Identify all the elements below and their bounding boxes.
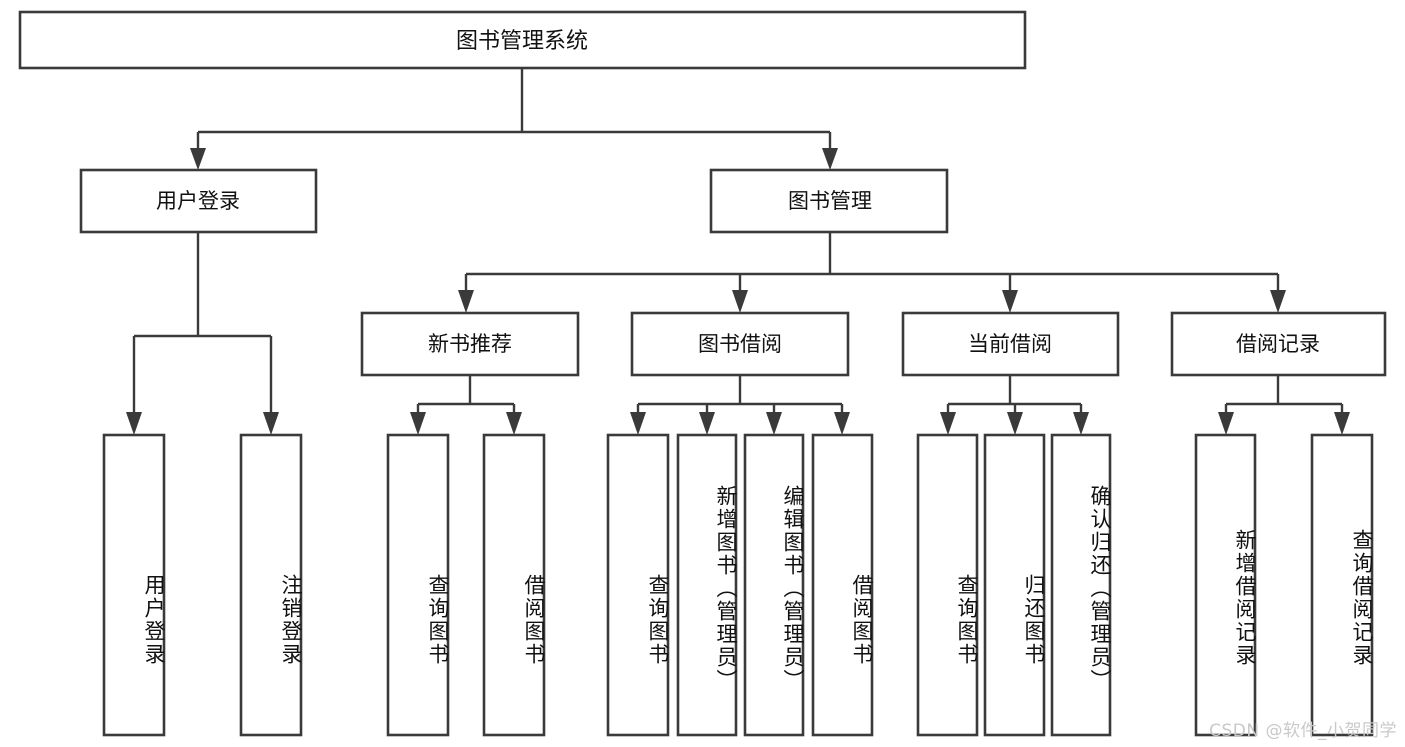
arrow-icon	[834, 412, 850, 435]
arrow-icon	[190, 148, 206, 170]
arrow-icon	[766, 412, 782, 435]
node-root-label: 图书管理系统	[456, 29, 588, 54]
arrow-icon	[699, 412, 715, 435]
node-new-book-recommend-label: 新书推荐	[428, 332, 512, 356]
leaf-logout[interactable]	[239, 433, 303, 737]
connector-book-mgmt-to-level3	[458, 232, 1286, 313]
node-book-borrow[interactable]: 图书借阅	[630, 311, 850, 377]
arrow-icon	[822, 148, 838, 170]
node-book-management[interactable]: 图书管理	[709, 168, 949, 234]
leaf-query-book-borrow[interactable]	[606, 433, 670, 737]
arrow-icon	[1270, 290, 1286, 313]
leaf-confirm-return-admin[interactable]	[1050, 433, 1112, 737]
arrow-icon	[506, 412, 522, 435]
node-current-borrow[interactable]: 当前借阅	[901, 311, 1120, 377]
node-root[interactable]: 图书管理系统	[18, 10, 1027, 70]
connector-borrow-records-to-leaves	[1218, 375, 1350, 435]
arrow-icon	[1002, 290, 1018, 313]
leaf-return-book[interactable]	[983, 433, 1046, 737]
arrow-icon	[630, 412, 646, 435]
leaf-query-borrow-record[interactable]	[1310, 433, 1374, 737]
arrow-icon	[732, 290, 748, 313]
node-borrow-records[interactable]: 借阅记录	[1170, 311, 1387, 377]
watermark-text: CSDN @软件_小贺同学	[1209, 721, 1397, 741]
arrow-icon	[1334, 412, 1350, 435]
leaf-edit-book-admin[interactable]	[743, 433, 805, 737]
arrow-icon	[410, 412, 426, 435]
arrow-icon	[263, 412, 279, 435]
connector-user-login-to-leaves	[126, 232, 279, 435]
node-new-book-recommend[interactable]: 新书推荐	[360, 311, 580, 377]
node-user-login-label: 用户登录	[156, 189, 240, 213]
connector-new-book-to-leaves	[410, 375, 522, 435]
connector-root-to-level2	[190, 68, 838, 170]
leaf-query-book-current[interactable]	[916, 433, 979, 737]
node-user-login[interactable]: 用户登录	[79, 168, 318, 234]
arrow-icon	[940, 412, 956, 435]
leaf-borrow-book-recommend[interactable]	[482, 433, 546, 737]
node-book-management-label: 图书管理	[788, 189, 872, 213]
leaf-user-login[interactable]	[102, 433, 166, 737]
node-borrow-records-label: 借阅记录	[1236, 332, 1320, 356]
leaf-query-book-recommend[interactable]	[386, 433, 450, 737]
leaf-add-borrow-record[interactable]	[1194, 433, 1257, 737]
connector-book-borrow-to-leaves	[630, 375, 850, 435]
node-book-borrow-label: 图书借阅	[698, 332, 782, 356]
connector-current-borrow-to-leaves	[940, 375, 1089, 435]
arrow-icon	[1073, 412, 1089, 435]
leaf-add-book-admin[interactable]	[676, 433, 738, 737]
arrow-icon	[1218, 412, 1234, 435]
arrow-icon	[126, 412, 142, 435]
node-current-borrow-label: 当前借阅	[968, 332, 1052, 356]
arrow-icon	[458, 290, 474, 313]
leaf-borrow-book[interactable]	[811, 433, 874, 737]
arrow-icon	[1007, 412, 1023, 435]
